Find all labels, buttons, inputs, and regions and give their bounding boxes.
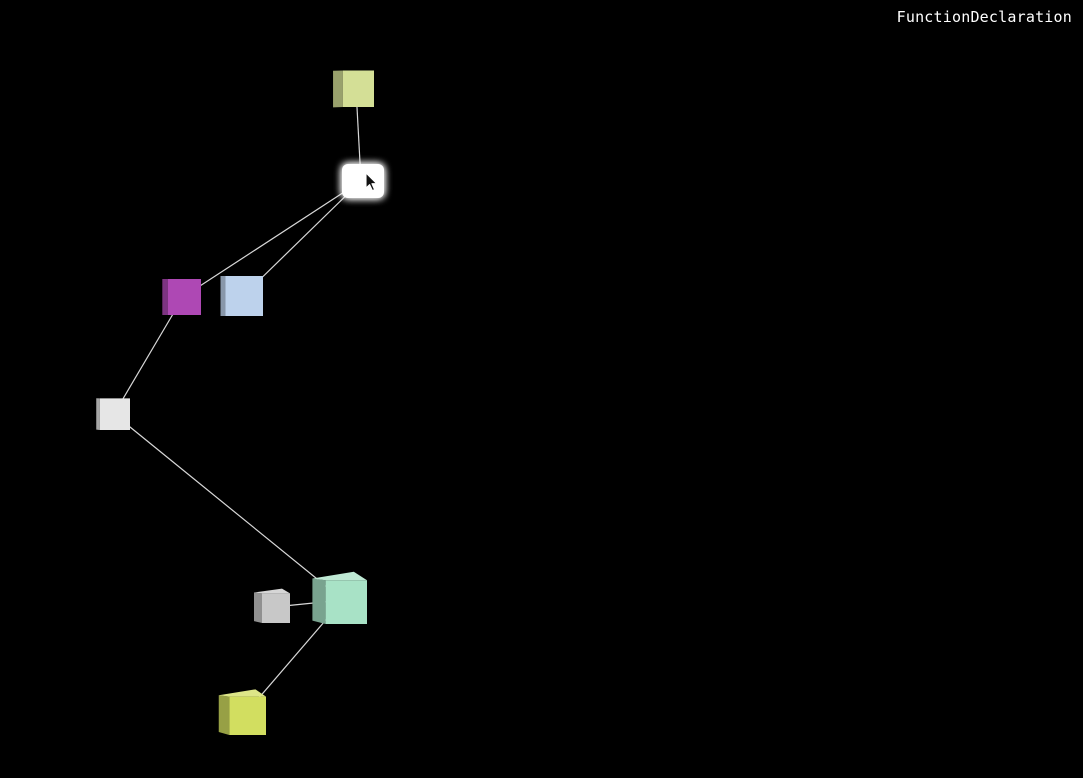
nodes-layer <box>96 70 384 735</box>
graph-node-n5[interactable] <box>96 398 130 430</box>
edge-n2-n3 <box>182 180 362 298</box>
graph-node-n1[interactable] <box>333 70 374 108</box>
graph-node-n3[interactable] <box>162 279 201 315</box>
edge-n3-n5 <box>113 296 184 415</box>
graph-node-n7[interactable] <box>254 588 290 623</box>
graph-node-n2[interactable] <box>342 164 384 198</box>
graph-node-n8[interactable] <box>218 689 266 735</box>
edge-n5-n6 <box>113 413 344 601</box>
hovered-node-type-label: FunctionDeclaration <box>896 8 1072 26</box>
graph-node-n4[interactable] <box>220 276 264 316</box>
graph-node-n6[interactable] <box>312 571 367 624</box>
mouse-cursor-icon <box>365 172 378 192</box>
